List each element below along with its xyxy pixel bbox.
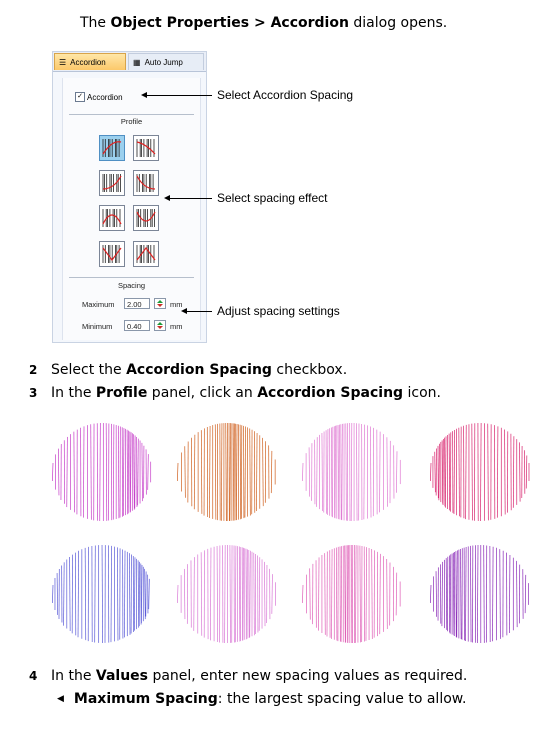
spacing-group-label: Spacing <box>117 281 146 290</box>
bullet-bold: Maximum Spacing <box>73 691 218 707</box>
callout-arrow <box>164 195 212 201</box>
intro-prefix: The <box>80 15 111 31</box>
maximum-unit: mm <box>170 300 183 309</box>
minimum-spinner[interactable] <box>154 320 166 331</box>
callout-spacing: Adjust spacing settings <box>217 304 340 318</box>
profile-icon-7 <box>102 245 122 263</box>
profile-button-5[interactable] <box>99 205 125 231</box>
step-text: panel, click an <box>147 385 258 401</box>
spinner-icon <box>157 300 163 307</box>
callout-profile: Select spacing effect <box>217 191 328 205</box>
step-4: 4 In the Values panel, enter new spacing … <box>29 668 468 684</box>
step-3: 3 In the Profile panel, click an Accordio… <box>29 385 442 401</box>
spinner-icon <box>157 322 163 329</box>
minimum-label: Minimum <box>82 322 113 331</box>
step-bold: Accordion Spacing <box>257 385 404 401</box>
accordion-checkbox[interactable]: ✓ <box>75 92 85 102</box>
sample-circle-4 <box>430 423 530 521</box>
maximum-input[interactable]: 2.00 <box>124 298 150 309</box>
profile-group-label: Profile <box>120 117 143 126</box>
minimum-unit: mm <box>170 322 183 331</box>
maximum-row: Maximum 2.00 mm <box>63 298 200 311</box>
sample-circle-5 <box>52 544 150 644</box>
sample-circle-2 <box>177 423 276 521</box>
sample-circle-3 <box>302 422 401 522</box>
sample-circle-7 <box>302 545 401 643</box>
accordion-checkbox-row[interactable]: ✓ Accordion <box>75 92 123 102</box>
profile-icon-5 <box>102 209 122 227</box>
profile-icon-1 <box>102 139 122 157</box>
tab-bar: ☰Accordion ▦Auto Jump <box>53 52 206 72</box>
intro-path: Object Properties > Accordion <box>110 15 349 31</box>
accordion-panel: ✓ Accordion Profile Spacing Maximum 2.00… <box>62 78 201 340</box>
sample-circle-8 <box>430 545 529 643</box>
step-bold: Profile <box>95 385 148 401</box>
accordion-tab-icon: ☰ <box>59 58 67 67</box>
triangle-left-icon: ◀ <box>57 694 64 704</box>
intro-suffix: dialog opens. <box>348 15 448 31</box>
divider <box>69 114 194 115</box>
tab-accordion-label: Accordion <box>70 58 106 67</box>
profile-button-3[interactable] <box>99 170 125 196</box>
autojump-tab-icon: ▦ <box>133 58 141 67</box>
object-properties-dialog: ☰Accordion ▦Auto Jump ✓ Accordion Profil… <box>52 51 207 343</box>
minimum-row: Minimum 0.40 mm <box>63 320 200 333</box>
profile-icon-4 <box>136 174 156 192</box>
profile-icon-2 <box>136 139 156 157</box>
profile-icon-8 <box>136 245 156 263</box>
tab-accordion[interactable]: ☰Accordion <box>54 53 126 70</box>
tab-auto-jump-label: Auto Jump <box>144 58 183 67</box>
tab-auto-jump[interactable]: ▦Auto Jump <box>128 53 204 70</box>
step-text: icon. <box>403 385 442 401</box>
step-number: 2 <box>29 363 38 377</box>
profile-button-8[interactable] <box>133 241 159 267</box>
profile-button-2[interactable] <box>133 135 159 161</box>
accordion-checkbox-label: Accordion <box>87 92 123 102</box>
bullet-text: : the largest spacing value to allow. <box>217 691 467 707</box>
profile-icon-3 <box>102 174 122 192</box>
maximum-spinner[interactable] <box>154 298 166 309</box>
step-text: Select the <box>51 362 127 378</box>
step-bold: Values <box>95 668 149 684</box>
step-text: panel, enter new spacing values as requi… <box>148 668 468 684</box>
minimum-input[interactable]: 0.40 <box>124 320 150 331</box>
bullet-maximum-spacing: ◀ Maximum Spacing: the largest spacing va… <box>57 691 466 707</box>
step-text: In the <box>51 385 96 401</box>
intro-sentence: The Object Properties > Accordion dialog… <box>80 15 447 31</box>
profile-button-6[interactable] <box>133 205 159 231</box>
maximum-label: Maximum <box>82 300 115 309</box>
profile-icon-6 <box>136 209 156 227</box>
callout-arrow <box>141 92 212 98</box>
divider <box>69 277 194 278</box>
step-2: 2 Select the Accordion Spacing checkbox. <box>29 362 348 378</box>
profile-button-1[interactable] <box>99 135 125 161</box>
sample-circle-6 <box>177 545 276 643</box>
step-number: 4 <box>29 669 38 683</box>
step-bold: Accordion Spacing <box>126 362 272 378</box>
callout-checkbox: Select Accordion Spacing <box>217 88 354 102</box>
profile-button-4[interactable] <box>133 170 159 196</box>
step-text: In the <box>51 668 96 684</box>
sample-circle-1 <box>52 423 152 521</box>
step-number: 3 <box>29 386 38 400</box>
profile-button-7[interactable] <box>99 241 125 267</box>
callout-arrow <box>181 308 212 314</box>
step-text: checkbox. <box>271 362 348 378</box>
